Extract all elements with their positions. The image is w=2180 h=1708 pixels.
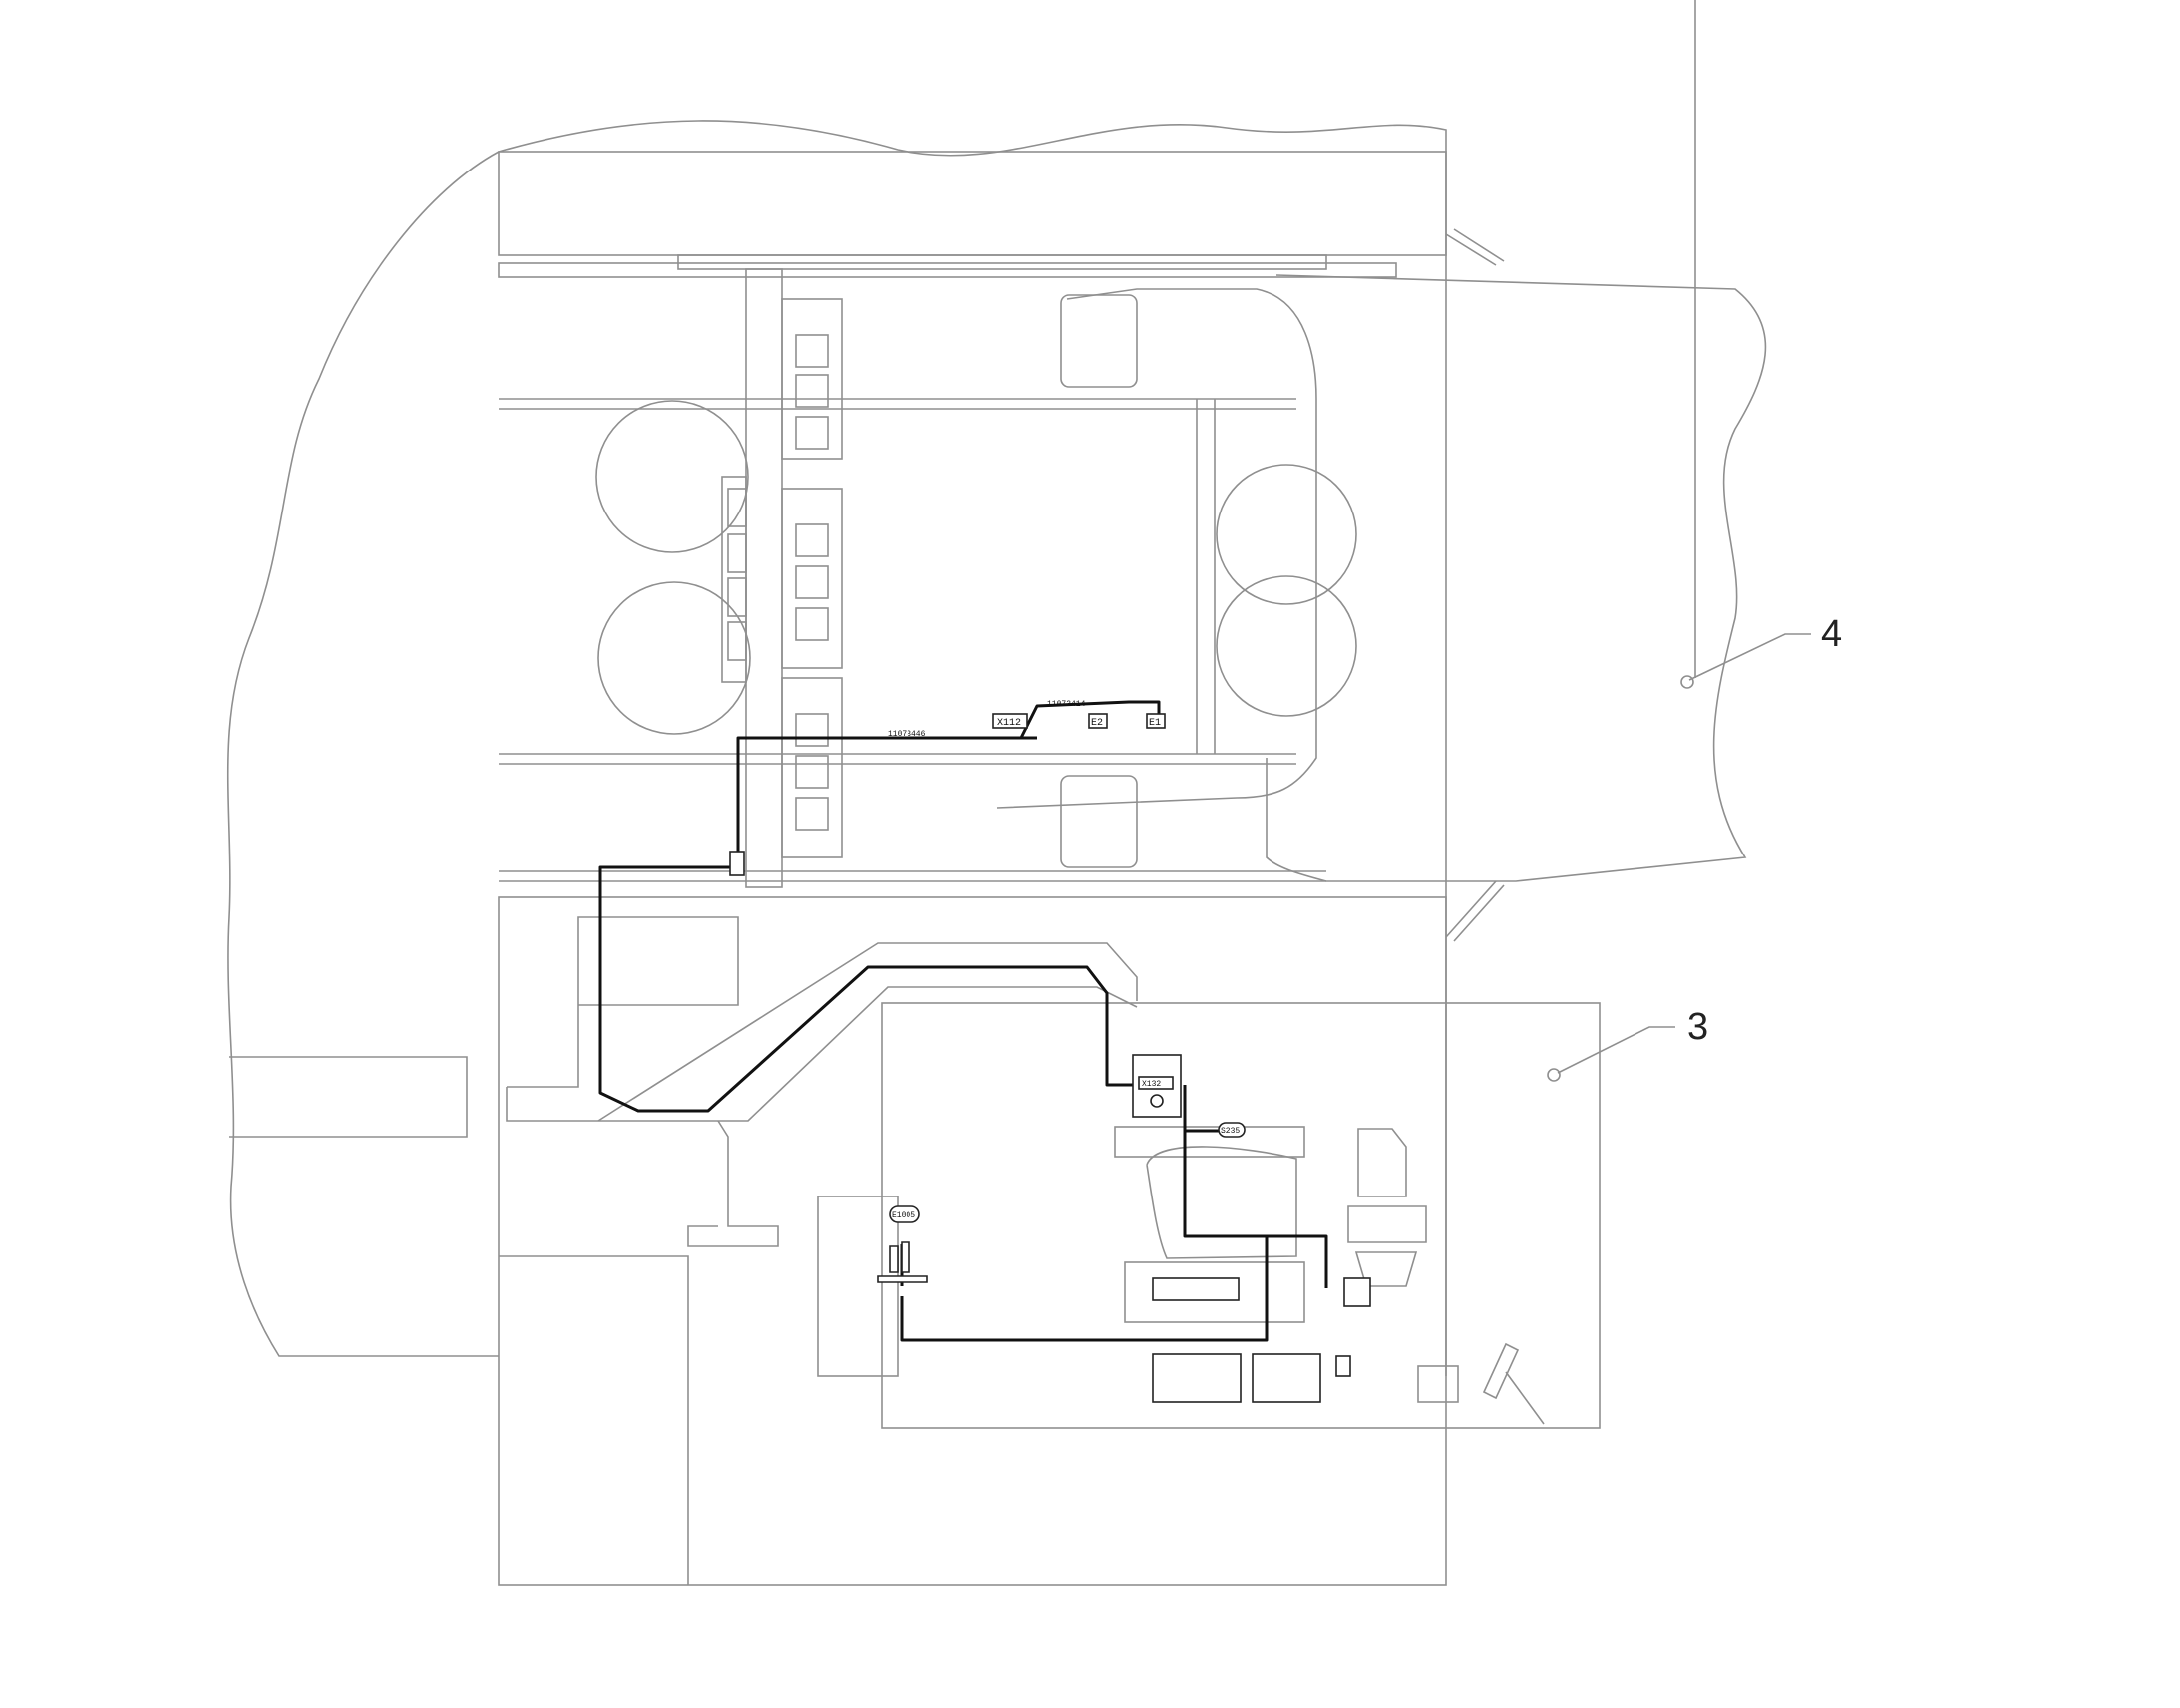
harness-a-label: 11073446 xyxy=(888,730,926,739)
upper-rail xyxy=(498,262,1397,278)
cell-7 xyxy=(795,713,829,747)
switch-block-1 xyxy=(1152,1277,1240,1301)
connector-s235 xyxy=(1218,1122,1246,1138)
connector-x112-label: X112 xyxy=(997,718,1021,729)
cell-3 xyxy=(795,416,829,450)
upper-rail-top xyxy=(677,254,1327,270)
switch-block-4 xyxy=(1335,1355,1351,1377)
connector-e1005 xyxy=(889,1205,920,1223)
connector-x132-label: X132 xyxy=(1142,1080,1161,1089)
harness-b-label: 11073414 xyxy=(1047,700,1086,709)
machine-outline xyxy=(226,120,1447,1376)
wheel-mount-upper xyxy=(1060,294,1138,388)
connector-x132 xyxy=(1138,1076,1174,1090)
upper-frame-band xyxy=(498,151,1447,256)
seat-base-lower xyxy=(1124,1261,1305,1323)
battery-box-3 xyxy=(781,677,843,858)
cell-4 xyxy=(795,523,829,557)
callout-4-dot xyxy=(1680,675,1694,689)
tank-circle-1 xyxy=(595,400,749,553)
battery-box-2 xyxy=(781,488,843,669)
control-box xyxy=(1417,1365,1459,1403)
connector-s235-label: S235 xyxy=(1221,1127,1240,1136)
axle-housing xyxy=(996,288,1317,809)
seat-outline xyxy=(1146,1146,1297,1259)
body-panel-4 xyxy=(1266,274,1767,882)
cell-8 xyxy=(795,755,829,789)
battery-box-1 xyxy=(781,298,843,460)
connector-e1-label: E1 xyxy=(1149,718,1161,729)
cell-12 xyxy=(727,577,747,617)
body-panel-link-2 xyxy=(1445,880,1505,942)
callout-4-label: 4 xyxy=(1821,613,1842,655)
cross-member xyxy=(745,268,783,888)
cell-9 xyxy=(795,797,829,831)
tank-circle-4 xyxy=(1216,575,1357,717)
cell-10 xyxy=(727,488,747,527)
cell-1 xyxy=(795,334,829,368)
wire-harness-cab xyxy=(900,1085,1328,1342)
switch-block-3 xyxy=(1252,1353,1321,1403)
cab-rear-wall xyxy=(229,1056,689,1585)
body-panel-link-1 xyxy=(1445,228,1505,266)
cab-panel-3 xyxy=(881,1002,1601,1429)
cell-11 xyxy=(727,533,747,573)
tank-circle-3 xyxy=(1216,464,1357,605)
cell-5 xyxy=(795,565,829,599)
connector-e1 xyxy=(1146,713,1166,729)
connector-x112 xyxy=(992,713,1028,729)
switch-block-2 xyxy=(1152,1353,1242,1403)
relay-box xyxy=(1343,1277,1371,1307)
pedal xyxy=(1482,1342,1545,1425)
connector-x1 xyxy=(729,851,745,876)
callout-4-leader-line xyxy=(1688,633,1811,681)
tank-circle-2 xyxy=(597,581,751,735)
connector-x132-port xyxy=(1150,1094,1164,1108)
callout-3-label: 3 xyxy=(1687,1006,1708,1048)
cab-floor xyxy=(498,896,1447,1586)
seat-rail xyxy=(597,942,1138,1247)
seat-base xyxy=(1114,1126,1305,1158)
wire-harness-main xyxy=(598,700,1161,1113)
cell-13 xyxy=(727,621,747,661)
connector-e1005-label: E1005 xyxy=(892,1211,915,1220)
steering-column xyxy=(1347,1128,1427,1287)
callout-3-dot xyxy=(1547,1068,1561,1082)
console-panel xyxy=(817,1196,899,1377)
cell-6 xyxy=(795,607,829,641)
callout-3-leader-line xyxy=(1557,1026,1675,1074)
side-box xyxy=(721,476,747,683)
cell-2 xyxy=(795,374,829,408)
connector-e2-label: E2 xyxy=(1091,718,1103,729)
connector-e1005-plug xyxy=(877,1241,928,1283)
wheel-mount-lower xyxy=(1060,775,1138,868)
connector-e2 xyxy=(1088,713,1108,729)
